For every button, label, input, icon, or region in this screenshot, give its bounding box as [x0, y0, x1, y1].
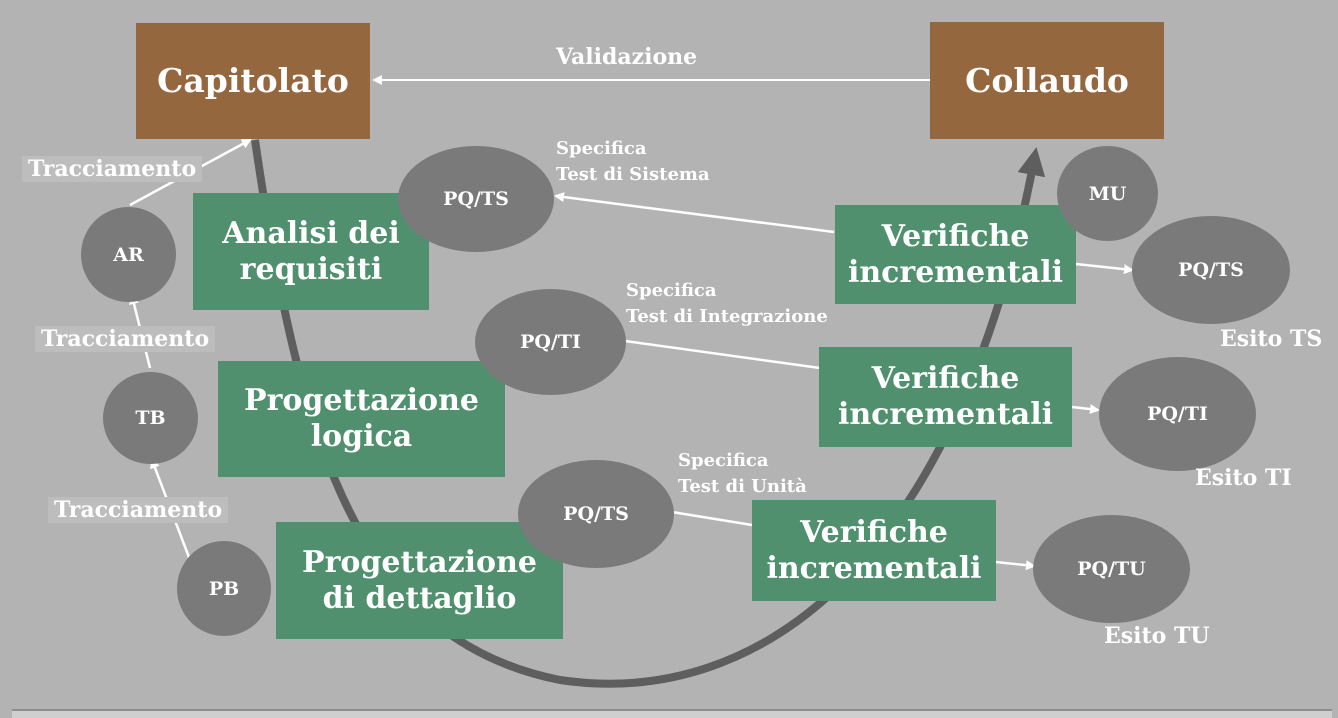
tb-ellipse: TB	[103, 372, 198, 464]
mu-label: MU	[1088, 182, 1127, 205]
verifiche-tu-label: Verifiche incrementali	[766, 514, 982, 586]
pq-ti-ellipse-left: PQ/TI	[475, 289, 626, 395]
pq-tu-right-label: PQ/TU	[1077, 558, 1146, 580]
pq-ti-right-label: PQ/TI	[1147, 403, 1208, 425]
ar-ellipse: AR	[81, 207, 176, 302]
pq-ts-ellipse-right: PQ/TS	[1132, 216, 1290, 324]
pq-ti-left-label: PQ/TI	[520, 331, 581, 353]
esito-tu-label: Esito TU	[1104, 623, 1210, 649]
tracciamento-label-bottom: Tracciamento	[48, 497, 229, 523]
bottom-scrollbar[interactable]	[12, 709, 1332, 718]
analisi-requisiti-box: Analisi dei requisiti	[193, 193, 429, 310]
pq-ts-right-label: PQ/TS	[1178, 259, 1244, 281]
verifiche-ts-label: Verifiche incrementali	[847, 218, 1064, 290]
mu-ellipse: MU	[1057, 146, 1158, 241]
esito-tu-arrow	[995, 560, 1036, 571]
esito-ti-label: Esito TI	[1195, 465, 1292, 491]
collaudo-label: Collaudo	[965, 60, 1129, 100]
pq-ti-ellipse-right: PQ/TI	[1099, 357, 1256, 471]
specifica-sistema-arrow	[554, 192, 835, 234]
verifiche-tu-box: Verifiche incrementali	[752, 500, 996, 601]
tracciamento-label-top: Tracciamento	[22, 156, 203, 182]
specifica-sistema-label: Specifica Test di Sistema	[556, 138, 710, 186]
tb-label: TB	[135, 407, 166, 429]
specifica-unita-label: Specifica Test di Unità	[678, 450, 807, 498]
specifica-integrazione-line	[624, 339, 821, 370]
specifica-integrazione-label: Specifica Test di Integrazione	[626, 280, 828, 328]
ar-label: AR	[113, 243, 144, 266]
pq-ts-left-label: PQ/TS	[443, 188, 509, 210]
progettazione-dettaglio-label: Progettazione di dettaglio	[302, 544, 537, 616]
validazione-label: Validazione	[550, 44, 704, 70]
verifiche-ti-label: Verifiche incrementali	[837, 361, 1054, 432]
pq-ts-ellipse-left: PQ/TS	[398, 146, 554, 252]
esito-ts-label: Esito TS	[1220, 326, 1323, 352]
progettazione-logica-box: Progettazione logica	[218, 361, 505, 477]
capitolato-label: Capitolato	[157, 61, 349, 101]
specifica-unita-line	[671, 510, 753, 527]
esito-ti-arrow	[1071, 404, 1100, 415]
pb-ellipse: PB	[177, 541, 271, 636]
verifiche-ts-box: Verifiche incrementali	[835, 205, 1076, 304]
pq-tu-ellipse-right: PQ/TU	[1033, 515, 1190, 623]
pq-tu-ellipse-left: PQ/TS	[518, 460, 674, 568]
esito-ts-arrow	[1075, 262, 1134, 275]
progettazione-logica-label: Progettazione logica	[244, 383, 479, 454]
tracciamento-label-middle: Tracciamento	[35, 326, 216, 352]
analisi-requisiti-label: Analisi dei requisiti	[222, 215, 400, 287]
verifiche-ti-box: Verifiche incrementali	[819, 347, 1072, 447]
pb-label: PB	[208, 577, 240, 600]
capitolato-box: Capitolato	[136, 23, 370, 139]
pq-tu-left-label: PQ/TS	[563, 503, 629, 525]
progettazione-dettaglio-box: Progettazione di dettaglio	[276, 522, 563, 639]
collaudo-box: Collaudo	[930, 22, 1164, 139]
